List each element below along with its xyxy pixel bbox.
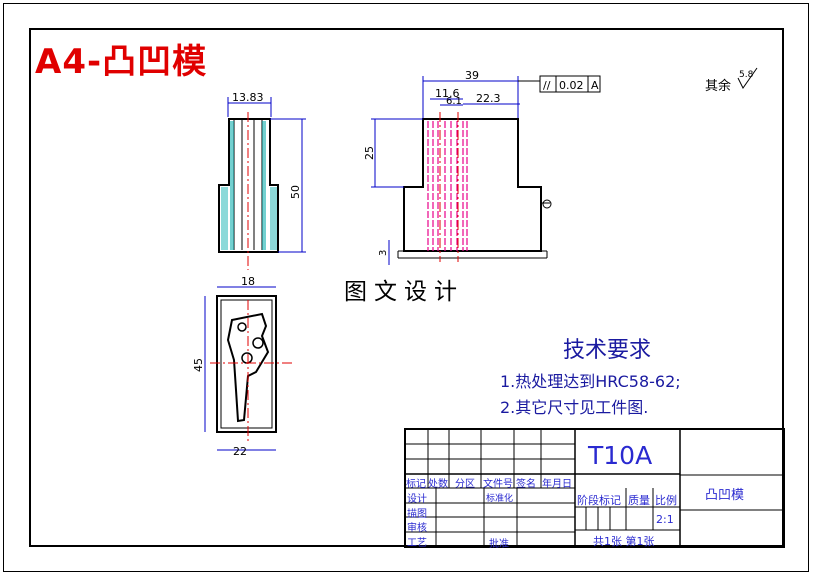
tb-label-design: 设计 bbox=[407, 494, 427, 505]
dim-50: 50 bbox=[289, 185, 302, 199]
drawing-title: A4-凸凹模 bbox=[35, 42, 208, 82]
plan-view: 18 45 22 bbox=[192, 275, 292, 458]
dim-45: 45 bbox=[192, 358, 205, 372]
roughness-symbol: 5.8 bbox=[737, 67, 758, 89]
material-label: T10A bbox=[588, 441, 653, 470]
dim-6-1: 6.1 bbox=[446, 96, 462, 107]
tb-header-docno: 文件号 bbox=[483, 479, 513, 490]
tb-label-standard: 标准化 bbox=[486, 494, 514, 504]
dim-11-6: 11.6 bbox=[435, 87, 460, 100]
tb-header-zone: 分区 bbox=[455, 479, 475, 490]
tolerance-symbol: // bbox=[543, 79, 551, 92]
dim-22: 22 bbox=[233, 445, 247, 458]
tb-label-stage: 阶段标记 bbox=[577, 494, 621, 507]
tb-header-mark: 标记 bbox=[406, 479, 426, 490]
dim-18: 18 bbox=[241, 275, 255, 288]
roughness-label: 其余 bbox=[705, 79, 732, 94]
tb-header-count: 处数 bbox=[428, 479, 448, 490]
tolerance-value: 0.02 bbox=[559, 79, 584, 92]
front-view: 39 // 0.02 A 11.6 6.1 22.3 bbox=[363, 69, 601, 265]
dim-25: 25 bbox=[363, 146, 376, 160]
dim-3: 3 bbox=[378, 250, 389, 256]
tech-requirements-title: 技术要求 bbox=[563, 338, 652, 363]
tb-label-mass: 质量 bbox=[628, 494, 650, 507]
tb-label-drawing: 描图 bbox=[407, 509, 427, 520]
tb-label-process: 工艺 bbox=[407, 538, 427, 549]
dim-39: 39 bbox=[465, 69, 479, 82]
tb-header-date: 年月日 bbox=[542, 479, 572, 490]
title-block bbox=[404, 428, 785, 548]
dim-13-83: 13.83 bbox=[232, 91, 264, 104]
dim-22-3: 22.3 bbox=[476, 92, 501, 105]
outer-border bbox=[3, 3, 809, 572]
tb-label-scale: 比例 bbox=[655, 494, 677, 507]
design-watermark-label: 图文设计 bbox=[338, 272, 470, 306]
tb-scale-value: 2:1 bbox=[656, 513, 674, 526]
tech-requirement-1: 1.热处理达到HRC58-62; bbox=[500, 372, 681, 391]
tb-label-review: 审核 bbox=[407, 523, 427, 534]
tb-header-sign: 签名 bbox=[516, 479, 536, 490]
side-view: 13.83 50 bbox=[218, 91, 306, 270]
tb-label-approve: 批准 bbox=[489, 539, 509, 550]
part-name-label: 凸凹模 bbox=[705, 488, 745, 503]
tolerance-datum: A bbox=[591, 79, 599, 92]
tech-requirement-2: 2.其它尺寸见工件图. bbox=[500, 398, 649, 417]
roughness-value: 5.8 bbox=[739, 70, 754, 80]
tb-sheet-count: 共1张 第1张 bbox=[593, 535, 655, 548]
